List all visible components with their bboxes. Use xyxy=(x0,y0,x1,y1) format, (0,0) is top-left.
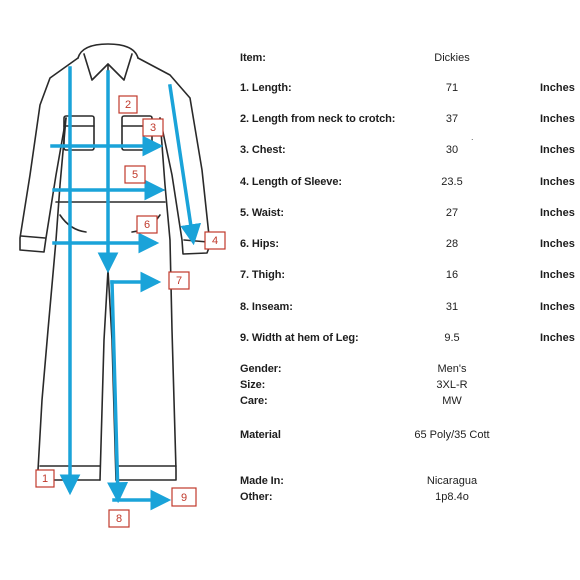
callout-3: 3 xyxy=(142,118,164,137)
svg-text:9: 9 xyxy=(181,492,187,504)
spec-row-sleeve: 4. Length of Sleeve: 23.5 Inches xyxy=(240,176,580,192)
svg-text:8: 8 xyxy=(116,513,122,525)
measurement-label: 9. Width at hem of Leg: xyxy=(240,332,359,344)
spec-row-gender: Gender: Men's xyxy=(240,363,580,379)
callout-boxes: 1 2 3 4 5 6 7 xyxy=(35,95,226,528)
stray-mark: . xyxy=(471,132,474,142)
callout-4: 4 xyxy=(204,231,226,250)
measurement-value: 37 xyxy=(445,113,459,125)
measurement-label: 1. Length: xyxy=(240,82,292,94)
callout-6: 6 xyxy=(136,215,158,234)
svg-text:5: 5 xyxy=(132,169,138,181)
spec-row-made-in: Made In: Nicaragua xyxy=(240,475,580,491)
arrow-4-sleeve xyxy=(168,84,202,246)
spec-row-material: Material 65 Poly/35 Cott xyxy=(240,429,580,445)
svg-text:6: 6 xyxy=(144,219,150,231)
spec-row-other: Other: 1p8.4o xyxy=(240,491,580,507)
spec-row-care: Care: MW xyxy=(240,395,580,411)
measurement-unit: Inches xyxy=(540,301,575,313)
measurement-arrows xyxy=(50,66,202,511)
arrow-8-inseam xyxy=(107,280,129,504)
callout-5: 5 xyxy=(124,165,146,184)
item-label: Item: xyxy=(240,52,266,64)
svg-text:7: 7 xyxy=(176,275,182,287)
svg-text:3: 3 xyxy=(150,122,156,134)
svg-text:2: 2 xyxy=(125,99,131,111)
measurement-value: 71 xyxy=(445,82,459,94)
made-in-value: Nicaragua xyxy=(426,475,478,487)
gender-label: Gender: xyxy=(240,363,282,375)
measurement-value: 31 xyxy=(445,301,459,313)
material-value: 65 Poly/35 Cott xyxy=(414,429,490,441)
spec-row-hips: 6. Hips: 28 Inches xyxy=(240,238,580,254)
spec-row-waist: 5. Waist: 27 Inches xyxy=(240,207,580,223)
measurement-value: 16 xyxy=(445,269,459,281)
callout-9: 9 xyxy=(171,487,197,507)
svg-text:4: 4 xyxy=(212,235,218,247)
measurement-value: 9.5 xyxy=(444,332,460,344)
spec-row-length: 1. Length: 71 Inches xyxy=(240,82,580,98)
measurement-unit: Inches xyxy=(540,207,575,219)
measurement-label: 6. Hips: xyxy=(240,238,279,250)
measurement-label: 5. Waist: xyxy=(240,207,284,219)
callout-1: 1 xyxy=(35,469,55,488)
spec-row-thigh: 7. Thigh: 16 Inches xyxy=(240,269,580,285)
measurement-label: 2. Length from neck to crotch: xyxy=(240,113,396,125)
gender-value: Men's xyxy=(437,363,467,375)
spec-row-chest: 3. Chest: 30 Inches xyxy=(240,144,580,160)
other-value: 1p8.4o xyxy=(435,491,469,503)
spec-row-inseam: 8. Inseam: 31 Inches xyxy=(240,301,580,317)
measurement-unit: Inches xyxy=(540,238,575,250)
callout-8: 8 xyxy=(108,509,130,528)
measurement-unit: Inches xyxy=(540,269,575,281)
measurement-label: 7. Thigh: xyxy=(240,269,285,281)
measurement-unit: Inches xyxy=(540,332,575,344)
measurement-value: 23.5 xyxy=(441,176,463,188)
size-value: 3XL-R xyxy=(436,379,468,391)
measurement-label: 3. Chest: xyxy=(240,144,286,156)
callout-2: 2 xyxy=(118,95,138,114)
measurement-value: 28 xyxy=(445,238,459,250)
measurement-unit: Inches xyxy=(540,82,575,94)
made-in-label: Made In: xyxy=(240,475,284,487)
measurement-value: 27 xyxy=(445,207,459,219)
spec-row-size: Size: 3XL-R xyxy=(240,379,580,395)
other-label: Other: xyxy=(240,491,273,503)
measurement-value: 30 xyxy=(445,144,459,156)
measurement-label: 8. Inseam: xyxy=(240,301,293,313)
coverall-outline xyxy=(19,43,211,481)
svg-text:1: 1 xyxy=(42,473,48,485)
spec-row-item: Item: Dickies xyxy=(240,52,580,68)
callout-7: 7 xyxy=(168,271,190,290)
care-value: MW xyxy=(442,395,462,407)
measurement-unit: Inches xyxy=(540,144,575,156)
size-label: Size: xyxy=(240,379,266,391)
measurement-unit: Inches xyxy=(540,113,575,125)
measurement-label: 4. Length of Sleeve: xyxy=(240,176,342,188)
spec-row-neck-to-crotch: 2. Length from neck to crotch: 37 Inches xyxy=(240,113,580,129)
care-label: Care: xyxy=(240,395,268,407)
measurement-unit: Inches xyxy=(540,176,575,188)
spec-row-hem-width: 9. Width at hem of Leg: 9.5 Inches xyxy=(240,332,580,348)
item-value: Dickies xyxy=(434,52,470,64)
material-label: Material xyxy=(240,429,281,441)
